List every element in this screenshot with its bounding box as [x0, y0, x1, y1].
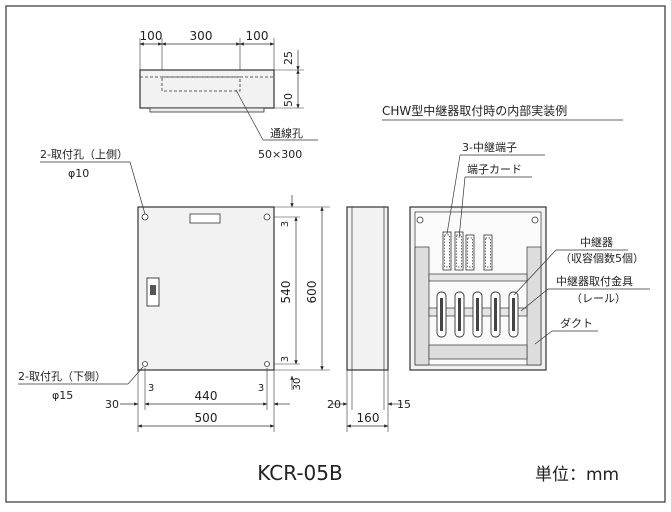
dim-15: 15	[397, 398, 411, 411]
lower-holes-label: 2-取付孔（下側）	[18, 370, 106, 383]
lower-holes-dia: φ15	[52, 389, 73, 402]
upper-hole-left	[141, 213, 149, 221]
side-view-body	[346, 206, 389, 371]
upper-hole-right	[263, 213, 271, 221]
label-terminal: 3-中継端子	[462, 140, 517, 154]
dim-3-bottom: 3	[280, 356, 291, 362]
duct-right	[526, 246, 542, 366]
duct-bottom	[428, 344, 528, 360]
front-view-body	[137, 206, 275, 371]
top-dim-100-left: 100	[140, 29, 163, 43]
top-view: 100 300 100 25 50 通線孔 50×300	[139, 29, 318, 161]
section-title: CHW型中継器取付時の内部実装例	[382, 103, 567, 118]
internal-view: CHW型中継器取付時の内部実装例	[382, 103, 650, 371]
side-view: 20 160 15	[327, 206, 411, 432]
lower-hole-left	[142, 361, 148, 367]
dim-600: 600	[305, 281, 319, 304]
dim-20: 20	[327, 398, 341, 411]
front-handle-slot	[189, 213, 221, 224]
relays	[436, 291, 519, 338]
dim-3-left: 3	[148, 383, 154, 394]
dim-3-right: 3	[258, 383, 264, 394]
dim-30-left: 30	[105, 398, 119, 411]
dim-3-top: 3	[280, 221, 291, 227]
front-view: 2-取付孔（上側） φ10 2-取付孔（下側） φ15 3 540 600 3 …	[18, 148, 330, 432]
relay-terminals	[442, 231, 493, 271]
label-relay-count: （収容個数5個）	[560, 251, 644, 265]
top-dim-50: 50	[282, 93, 295, 107]
duct-left	[414, 246, 430, 366]
dim-540: 540	[279, 281, 293, 304]
unit-label: 単位：mm	[535, 465, 619, 485]
upper-holes-dia: φ10	[68, 167, 89, 180]
lower-hole-right	[264, 361, 270, 367]
drawing-frame	[5, 5, 666, 503]
dim-440: 440	[195, 389, 218, 403]
mounting-rail	[428, 273, 528, 282]
label-rail: （レール）	[571, 292, 626, 305]
dim-160: 160	[357, 411, 380, 425]
label-duct: ダクト	[560, 316, 593, 330]
top-dim-25: 25	[282, 51, 295, 65]
wiring-hole-outline	[161, 76, 241, 92]
top-dim-300: 300	[190, 29, 213, 43]
label-bracket: 中継器取付金具	[556, 274, 633, 288]
hole-label: 通線孔	[270, 126, 303, 140]
dim-500: 500	[195, 411, 218, 425]
dim-30-right: 30	[292, 378, 303, 391]
hole-size: 50×300	[258, 148, 302, 161]
label-card: 端子カード	[467, 163, 522, 176]
model-name: KCR-05B	[257, 461, 342, 485]
upper-holes-label: 2-取付孔（上側）	[40, 148, 128, 161]
top-dim-100-right: 100	[246, 29, 269, 43]
label-relay: 中継器	[580, 235, 613, 249]
top-view-body	[139, 69, 275, 109]
